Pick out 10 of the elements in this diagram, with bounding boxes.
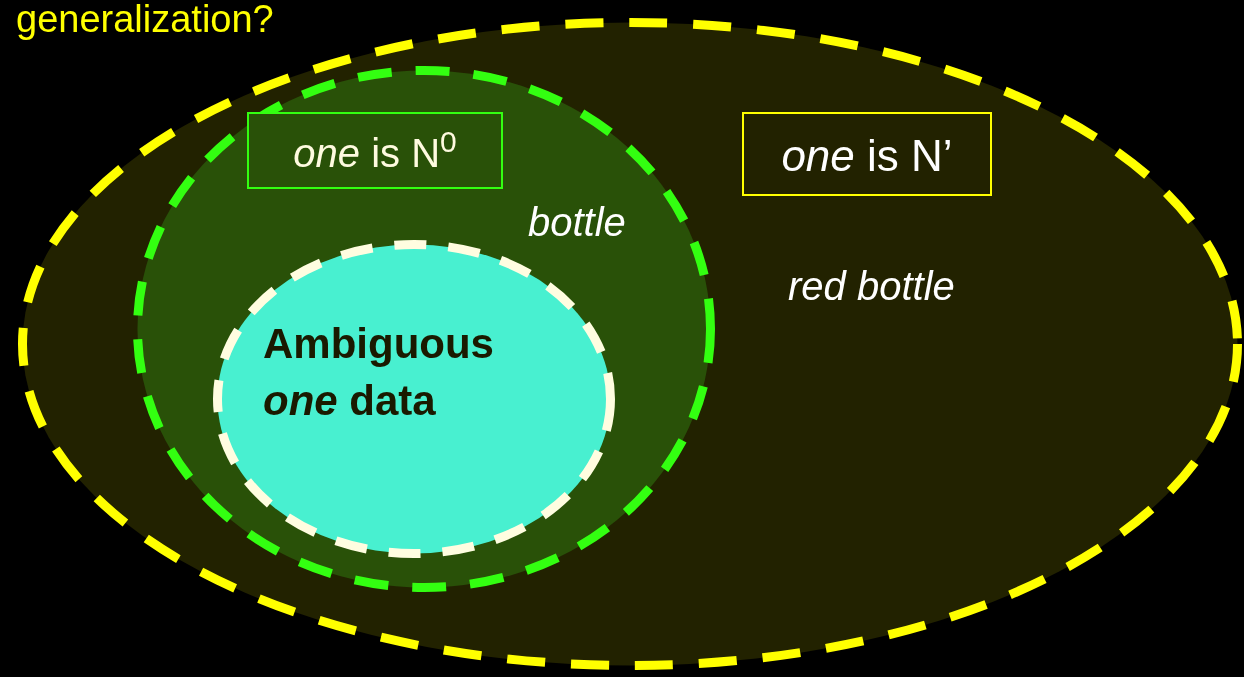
title: generalization? xyxy=(16,0,274,38)
label-text: one is N$^{0}$ xyxy=(292,123,458,177)
set-ellipse xyxy=(213,240,615,558)
region-label: bottle xyxy=(528,199,627,246)
label-box xyxy=(247,112,503,189)
region-label: red bottle xyxy=(788,263,956,310)
label-text: one is N’ xyxy=(780,130,954,182)
region-label: Ambiguous one data xyxy=(263,319,495,426)
set-ellipse xyxy=(133,66,715,592)
label-box xyxy=(742,112,992,196)
